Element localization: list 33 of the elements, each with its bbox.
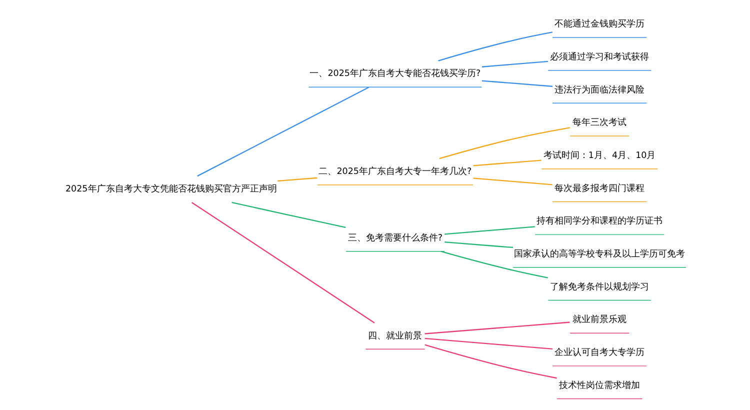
connector: [438, 127, 570, 160]
connector: [472, 160, 541, 166]
node-text: 每年三次考试: [572, 118, 626, 128]
node-text: 企业认可自考大专学历: [554, 348, 644, 358]
connector: [444, 241, 513, 248]
connector: [440, 250, 548, 278]
connector: [277, 177, 317, 182]
connector: [481, 80, 552, 87]
node-text: 每次最多报考四门课程: [554, 184, 644, 194]
node-text: 就业前景乐观: [572, 315, 626, 326]
node-text: 技术性岗位需求增加: [558, 380, 640, 391]
node-text: 持有相同学分和课程的学历证书: [536, 216, 662, 227]
connector: [472, 178, 552, 186]
node-text: 不能通过金钱购买学历: [554, 20, 644, 30]
node-text: 国家承认的高等学校专科及以上学历可免考: [514, 250, 685, 260]
node-text: 考试时间：1月、4月、10月: [542, 150, 656, 161]
connector: [424, 338, 552, 350]
connector: [190, 202, 374, 324]
connector: [231, 202, 346, 228]
connector: [196, 86, 369, 177]
connector: [481, 60, 548, 68]
node-text: 二、2025年广东自考大专一年考几次?: [318, 167, 472, 178]
node-text: 四、就业前景: [368, 331, 422, 342]
connector: [424, 344, 556, 379]
connector: [444, 226, 534, 235]
node-text: 一、2025年广东自考大专能否花钱买学历?: [309, 69, 480, 80]
node-text: 违法行为面临法律风险: [554, 85, 644, 96]
node-text: 2025年广东自考大专文凭能否花钱购买官方严正声明: [64, 184, 276, 195]
connector: [424, 322, 570, 334]
node-text: 了解免考条件以规划学习: [550, 282, 649, 292]
connector: [438, 32, 552, 62]
node-text: 必须通过学习和考试获得: [550, 52, 649, 62]
node-text: 三、免考需要什么条件?: [347, 233, 442, 244]
